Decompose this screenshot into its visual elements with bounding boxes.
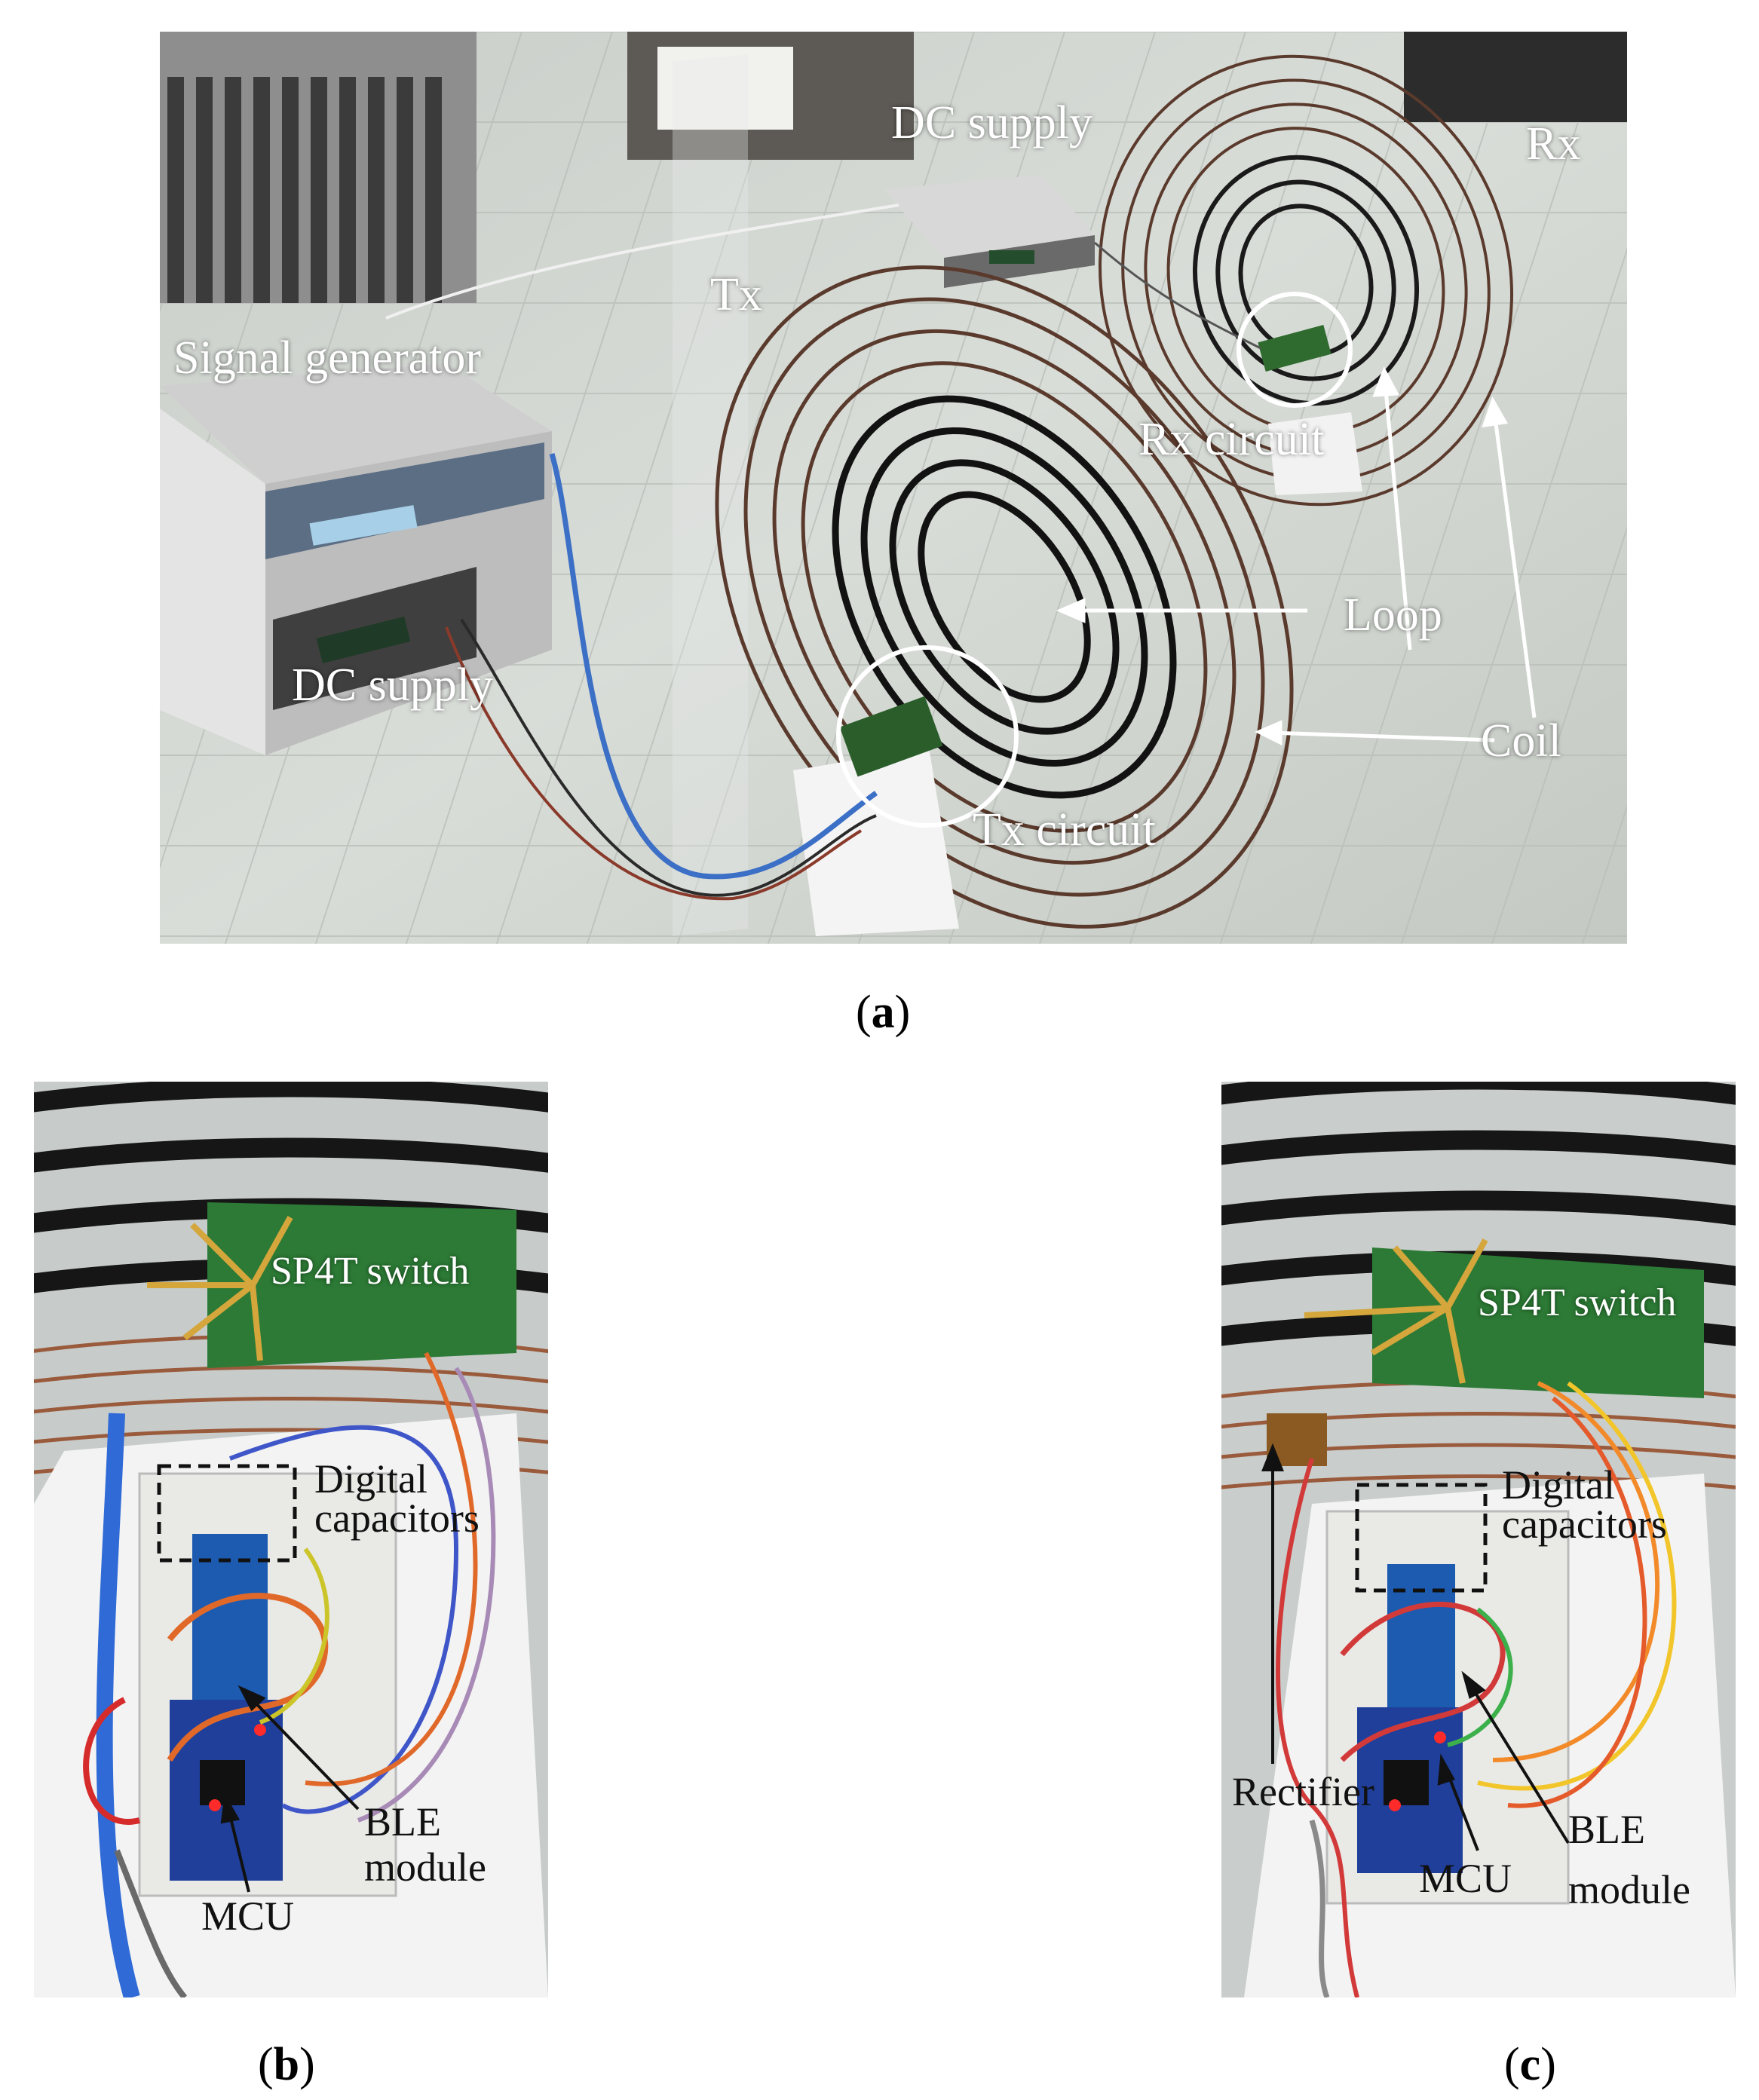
digital-capacitors-box	[1355, 1483, 1488, 1593]
label-module: module	[364, 1844, 486, 1890]
label-ble: BLE	[1568, 1807, 1645, 1852]
photo-a-scene	[160, 32, 1627, 944]
caption-c-letter: c	[1519, 2039, 1541, 2090]
tx-coil	[715, 265, 1294, 929]
label-tx-circuit: Tx circuit	[973, 804, 1156, 856]
caption-a-letter: a	[871, 987, 895, 1038]
photo-c-rx-circuit: SP4T switch Digital capacitors Rectifier…	[1221, 1082, 1736, 1997]
photo-b-scene	[34, 1082, 548, 1997]
caption-c: (c)	[1504, 2039, 1556, 2090]
label-dc-supply-top: DC supply	[891, 97, 1092, 148]
label-coil: Coil	[1481, 715, 1561, 767]
rx-circuit-highlight	[1237, 292, 1353, 408]
annotation-arrows	[1261, 1443, 1570, 1851]
annotation-arrows	[1056, 366, 1537, 746]
digital-capacitors-box	[157, 1464, 297, 1563]
photo-a-wpt-setup: DC supply Rx Tx Signal generator Rx circ…	[160, 32, 1627, 944]
rx-circuit-board	[1258, 325, 1332, 372]
instrument-rack	[160, 363, 552, 755]
label-dc-supply-bottom: DC supply	[292, 660, 493, 711]
rx-coil	[1098, 54, 1514, 507]
caption-b-letter: b	[273, 2039, 300, 2090]
label-signal-generator: Signal generator	[173, 332, 482, 384]
photo-c-scene	[1221, 1082, 1736, 1997]
label-capacitors: capacitors	[314, 1495, 480, 1541]
label-ble: BLE	[364, 1799, 441, 1844]
label-tx: Tx	[710, 269, 762, 320]
caption-b: (b)	[258, 2039, 315, 2090]
label-rx: Rx	[1526, 118, 1581, 170]
label-rx-circuit: Rx circuit	[1138, 414, 1325, 465]
label-loop: Loop	[1344, 589, 1442, 641]
sp4t-board	[207, 1202, 516, 1368]
label-capacitors: capacitors	[1502, 1502, 1667, 1547]
label-sp4t-switch: SP4T switch	[1478, 1281, 1677, 1324]
rx-stand-box	[1268, 412, 1362, 495]
label-mcu: MCU	[201, 1893, 295, 1939]
label-sp4t-switch: SP4T switch	[271, 1250, 470, 1293]
ble-module-board	[1387, 1564, 1455, 1715]
label-digital: Digital	[1502, 1462, 1615, 1508]
annotation-arrows	[220, 1685, 360, 1893]
label-rectifier: Rectifier	[1232, 1769, 1374, 1814]
caption-a: (a)	[856, 987, 911, 1038]
photo-b-tx-circuit: SP4T switch Digital capacitors BLE modul…	[34, 1082, 548, 1997]
tx-stand-box	[793, 748, 959, 936]
dark-box	[1404, 32, 1627, 122]
label-module: module	[1568, 1867, 1690, 1912]
tx-circuit-highlight	[836, 645, 1019, 828]
tx-circuit-board	[839, 696, 943, 777]
label-digital: Digital	[314, 1456, 427, 1502]
radiator	[160, 32, 477, 303]
label-mcu: MCU	[1419, 1856, 1512, 1901]
